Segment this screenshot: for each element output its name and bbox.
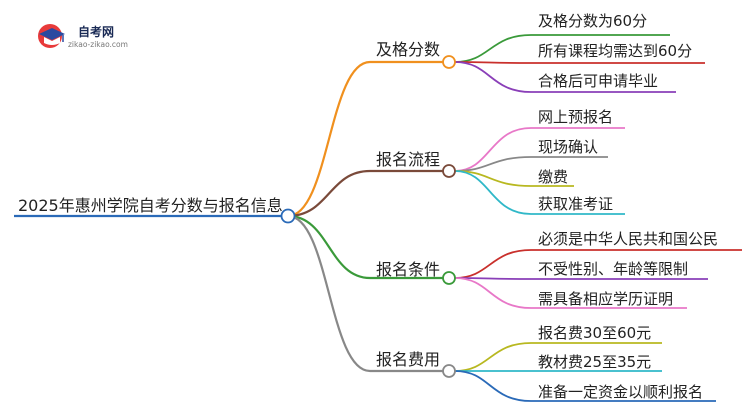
branch-connector [287, 214, 371, 280]
branch-connector [287, 60, 371, 218]
leaf-connector [454, 249, 532, 279]
leaf-label: 合格后可申请毕业 [538, 72, 659, 90]
brand-logo: 自考网 zikao-zikao.com [34, 20, 149, 52]
leaf-connector [454, 34, 532, 63]
brand-name: 自考网 [78, 25, 115, 39]
branch-connector [287, 214, 371, 373]
branch-node-circle [442, 364, 456, 378]
leaf-connector [454, 61, 532, 93]
branch-label-passing-score: 及格分数 [376, 40, 441, 59]
root-node-label: 2025年惠州学院自考分数与报名信息 [18, 196, 283, 215]
root-node-circle [280, 208, 296, 224]
brand-url: zikao-zikao.com [68, 40, 128, 49]
branch-label-registration-requirements: 报名条件 [376, 260, 441, 279]
branch-node-circle [442, 55, 456, 69]
branch-node-circle [442, 271, 456, 285]
leaf-label: 所有课程均需达到60分 [538, 42, 693, 60]
branch-label-registration-process: 报名流程 [376, 150, 441, 169]
leaf-label: 网上预报名 [538, 108, 614, 126]
leaf-label: 准备一定资金以顺利报名 [538, 383, 704, 401]
leaf-label: 现场确认 [538, 138, 599, 156]
leaf-label: 及格分数为60分 [538, 12, 648, 30]
leaf-connector [454, 170, 532, 215]
leaf-label: 不受性别、年龄等限制 [538, 260, 689, 278]
leaf-label: 缴费 [538, 168, 569, 186]
branch-label-registration-fees: 报名费用 [376, 350, 441, 369]
branch-connector [287, 169, 371, 218]
leaf-label: 获取准考证 [538, 195, 614, 213]
leaf-connector [454, 127, 532, 172]
leaf-label: 教材费25至35元 [538, 353, 652, 371]
leaf-label: 报名费30至60元 [538, 324, 652, 342]
leaf-connector [454, 342, 532, 372]
branch-node-circle [442, 164, 456, 178]
leaf-connector [454, 277, 532, 309]
leaf-label: 必须是中华人民共和国公民 [538, 230, 719, 248]
leaf-label: 需具备相应学历证明 [538, 290, 674, 308]
graduation-cap-icon [38, 24, 65, 48]
leaf-connector [454, 370, 532, 402]
